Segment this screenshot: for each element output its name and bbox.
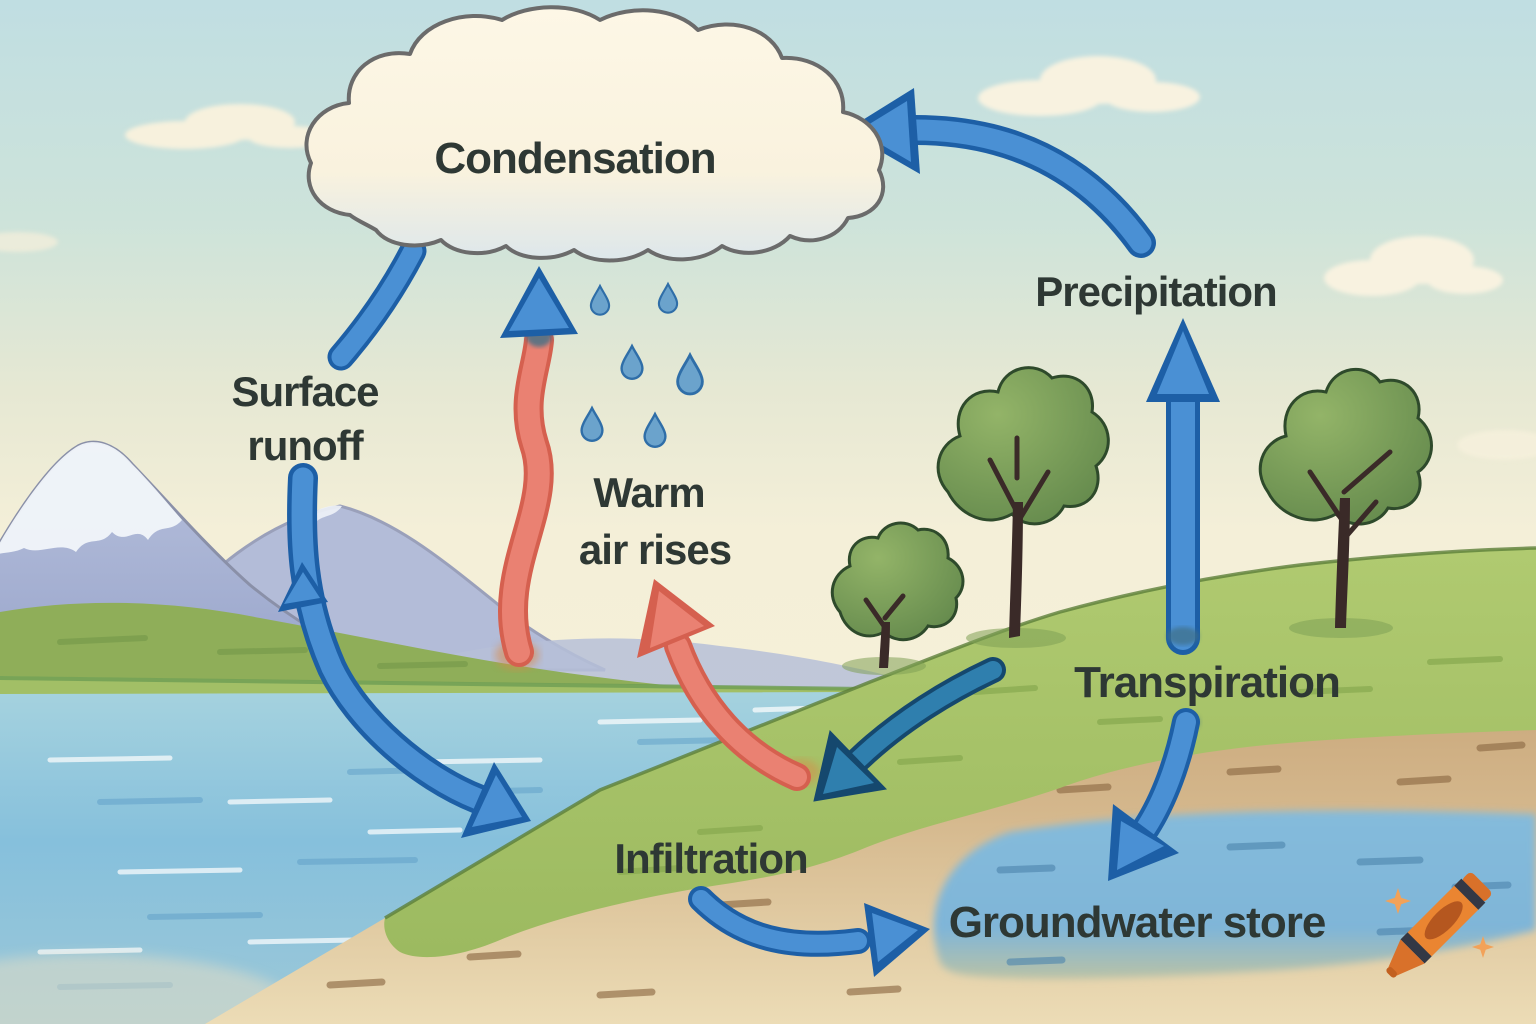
evaporation-arrow — [637, 579, 820, 791]
raindrop — [643, 411, 667, 448]
percolation-arrow — [1108, 708, 1200, 881]
label-transpiration: Transpiration — [1074, 658, 1340, 707]
label-groundwater-store: Groundwater store — [949, 898, 1326, 947]
label-warm-air-line2: air rises — [579, 526, 731, 573]
raindrop — [620, 343, 644, 380]
infiltration-arrow — [688, 886, 930, 977]
small-cloud-top-left — [125, 104, 332, 149]
labels: Condensation Precipitation Surface runof… — [231, 134, 1340, 947]
background-clouds — [0, 56, 1536, 460]
label-condensation: Condensation — [434, 134, 715, 183]
foothills — [0, 602, 705, 702]
tree-medium — [936, 366, 1110, 648]
label-warm-air-line1: Warm — [593, 469, 704, 516]
snow-cap — [0, 442, 182, 554]
label-surface-runoff-line2: runoff — [247, 422, 364, 469]
condensation-arc-arrow — [327, 237, 427, 371]
tree-large — [1258, 367, 1433, 638]
sparkle-icon — [1385, 888, 1411, 914]
precipitation-arrow — [845, 88, 1156, 258]
raindrop — [676, 351, 704, 396]
small-cloud-far-right — [1457, 430, 1536, 460]
crayon-logo-icon — [1385, 872, 1495, 978]
raindrop — [589, 283, 611, 316]
tree-small — [830, 521, 965, 675]
small-cloud-right — [1324, 236, 1503, 296]
warm-air-arrowhead — [500, 266, 578, 338]
grass-surface — [384, 548, 1536, 958]
warm-air-arrow — [495, 266, 578, 670]
sparkle-icon — [1471, 935, 1495, 959]
small-cloud-left-edge — [0, 232, 58, 252]
label-surface-runoff-line1: Surface — [231, 368, 378, 415]
surface-runoff-arrow — [278, 463, 531, 838]
condensation-cloud — [304, 5, 886, 263]
groundwater — [933, 810, 1536, 979]
raindrops — [580, 281, 704, 448]
label-infiltration: Infiltration — [614, 835, 807, 882]
grass-texture — [617, 656, 1503, 875]
label-precipitation: Precipitation — [1035, 268, 1276, 315]
raindrop — [657, 281, 679, 314]
small-cloud-top-right — [978, 56, 1200, 116]
hillside-infiltration-arrow — [813, 657, 1006, 802]
shore-sand-wash — [0, 954, 300, 1024]
raindrop — [580, 405, 604, 442]
transpiration-arrow — [1146, 318, 1220, 655]
soil-texture — [326, 741, 1526, 999]
